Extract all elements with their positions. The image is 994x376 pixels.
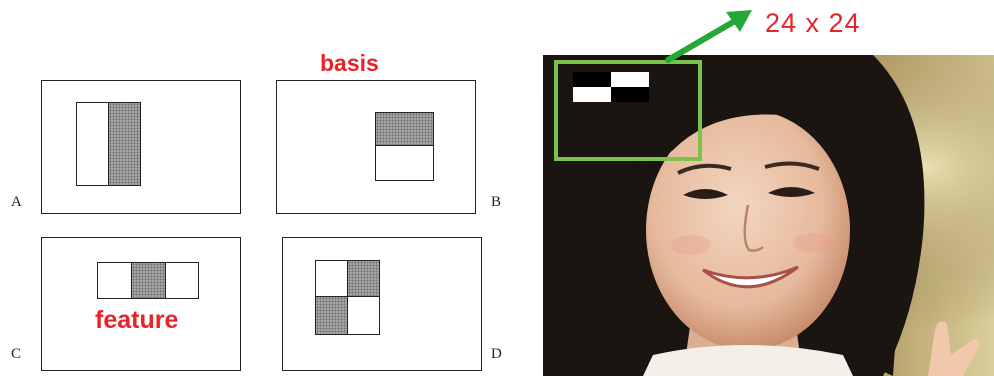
panel-letter-d: D bbox=[491, 346, 502, 362]
haar-rect-gray bbox=[108, 102, 141, 186]
face-photo-illustration bbox=[543, 55, 994, 376]
haar-panel-b bbox=[276, 80, 476, 214]
face-photo bbox=[543, 55, 994, 376]
haar-rect-white bbox=[76, 102, 109, 186]
haar-rect-white bbox=[315, 260, 348, 297]
window-size-label: 24 x 24 bbox=[765, 8, 861, 38]
panel-letter-c: C bbox=[11, 346, 22, 362]
haar-rect-gray bbox=[347, 260, 380, 297]
feature-label: feature bbox=[95, 306, 179, 334]
haar-rect-gray bbox=[131, 262, 166, 299]
haar-panel-a bbox=[41, 80, 241, 214]
haar-panel-c bbox=[41, 237, 241, 371]
haar-rect-gray bbox=[315, 296, 348, 335]
haar-rect-white bbox=[97, 262, 132, 299]
haar-feature-overlay bbox=[573, 72, 649, 102]
haar-rect-gray bbox=[375, 112, 434, 146]
haar-rect-white bbox=[375, 145, 434, 181]
haar-rect-white bbox=[347, 296, 380, 335]
basis-label: basis bbox=[320, 50, 379, 76]
detection-window bbox=[554, 60, 702, 161]
haar-panel-d bbox=[282, 237, 482, 371]
size-arrow-icon bbox=[665, 10, 752, 63]
panel-letter-a: A bbox=[11, 194, 22, 210]
haar-rect-white bbox=[165, 262, 199, 299]
panel-letter-b: B bbox=[491, 194, 502, 210]
